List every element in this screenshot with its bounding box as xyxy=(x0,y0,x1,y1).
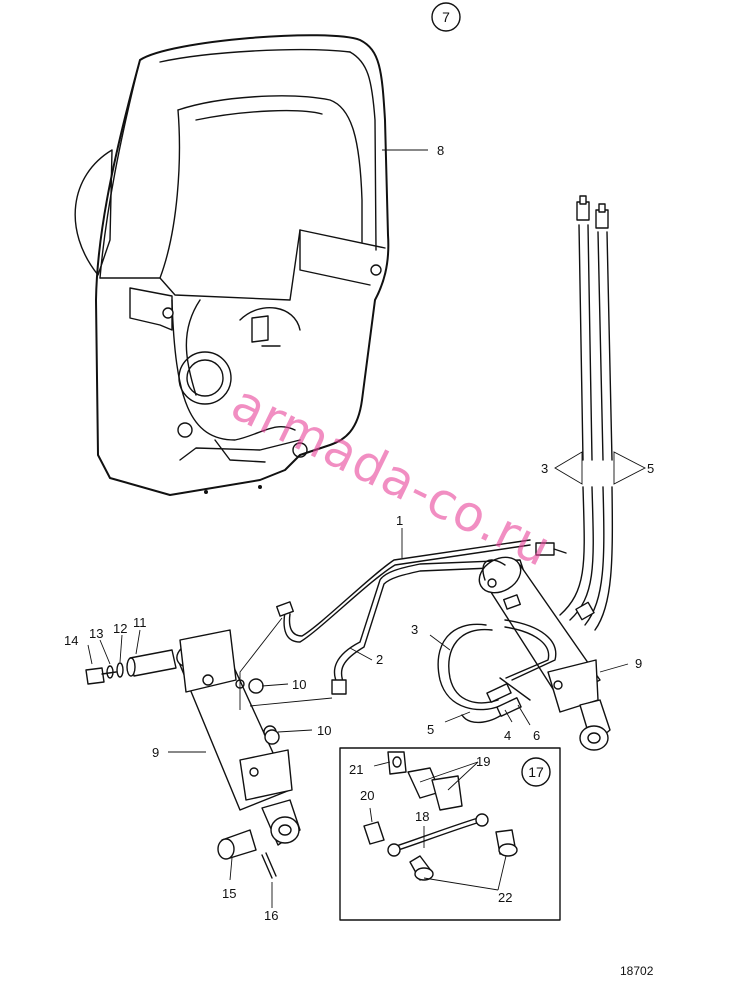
steering-cylinder-right xyxy=(437,556,611,751)
figure-ref-inset-label: 17 xyxy=(528,764,544,780)
part-label-11: 11 xyxy=(133,615,147,630)
drawing-number: 18702 xyxy=(620,964,654,978)
part-label-20: 20 xyxy=(360,788,374,803)
transom-shield-housing xyxy=(74,34,390,496)
part-label-8: 8 xyxy=(437,143,444,158)
part-label-13: 13 xyxy=(89,626,103,641)
mounting-hardware xyxy=(85,649,280,879)
part-label-12: 12 xyxy=(113,621,127,636)
part-label-3-lower: 3 xyxy=(411,622,418,637)
steering-cylinder-left xyxy=(176,629,301,846)
part-label-21: 21 xyxy=(349,762,363,777)
part-label-4: 4 xyxy=(504,728,511,743)
part-label-9-left: 9 xyxy=(152,745,159,760)
part-label-18: 18 xyxy=(415,809,429,824)
hydraulic-hoses-upper xyxy=(559,195,614,631)
watermark-text: armada-co.ru xyxy=(223,374,561,578)
part-label-16: 16 xyxy=(264,908,278,923)
part-label-10-lower: 10 xyxy=(317,723,331,738)
leader-lines xyxy=(87,149,646,908)
part-label-3-upper: 3 xyxy=(541,461,548,476)
part-label-5-upper: 5 xyxy=(647,461,654,476)
part-label-5-lower: 5 xyxy=(427,722,434,737)
inset-detail-box xyxy=(339,747,561,921)
figure-reference-7: 7 xyxy=(431,2,461,32)
part-label-6: 6 xyxy=(533,728,540,743)
part-label-19: 19 xyxy=(476,754,490,769)
hydraulic-pipes xyxy=(276,539,567,695)
part-label-2: 2 xyxy=(376,652,383,667)
part-label-1: 1 xyxy=(396,513,403,528)
figure-ref-main-label: 7 xyxy=(442,9,450,25)
part-label-15: 15 xyxy=(222,886,236,901)
part-label-22: 22 xyxy=(498,890,512,905)
part-label-10-upper: 10 xyxy=(292,677,306,692)
part-label-14: 14 xyxy=(64,633,78,648)
part-label-9-right: 9 xyxy=(635,656,642,671)
